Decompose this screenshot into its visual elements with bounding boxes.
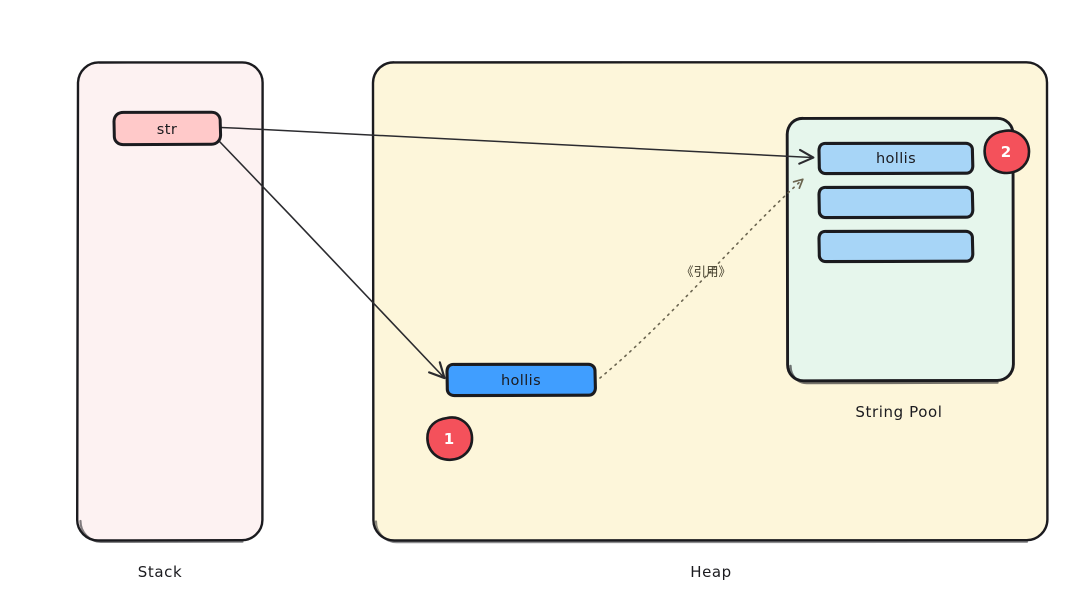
- badge-2-label: 2: [1001, 143, 1011, 161]
- string-pool-slot-3-shape: [817, 229, 975, 264]
- heap-object-box-label: hollis: [501, 373, 541, 389]
- stack-region-shape: [75, 61, 264, 542]
- stack-region-shadow: [79, 519, 244, 544]
- string-pool-slot-2[interactable]: [817, 185, 975, 220]
- string-pool-slot-1[interactable]: hollis: [817, 141, 975, 176]
- heap-region-label: Heap: [690, 563, 732, 581]
- stack-variable-str-shape: [112, 110, 223, 147]
- stack-variable-str-label: str: [157, 122, 177, 138]
- string-pool-slot-1-label: hollis: [876, 151, 916, 167]
- stack-region-label: Stack: [138, 563, 183, 581]
- string-pool-slot-2-shape: [817, 185, 975, 220]
- string-pool-label: String Pool: [855, 403, 942, 421]
- heap-object-box-shape: [445, 362, 597, 398]
- string-pool-slot-1-shape: [817, 141, 975, 176]
- heap-region-shadow: [374, 520, 1029, 544]
- badge-1-label: 1: [444, 430, 454, 448]
- string-pool-slot-3[interactable]: [817, 229, 975, 264]
- badge-2-shape: [983, 129, 1031, 175]
- badge-2[interactable]: 2: [983, 129, 1031, 175]
- heap-object-box[interactable]: hollis: [445, 362, 597, 398]
- stack-variable-str[interactable]: str: [112, 110, 223, 147]
- stack-region: [75, 61, 264, 544]
- badge-1-shape: [426, 416, 474, 462]
- string-pool-shadow: [789, 364, 999, 385]
- connector-reference-label: 《引用》: [681, 264, 731, 279]
- badge-1[interactable]: 1: [426, 416, 474, 462]
- connector-str-to-heap-object: [218, 140, 446, 380]
